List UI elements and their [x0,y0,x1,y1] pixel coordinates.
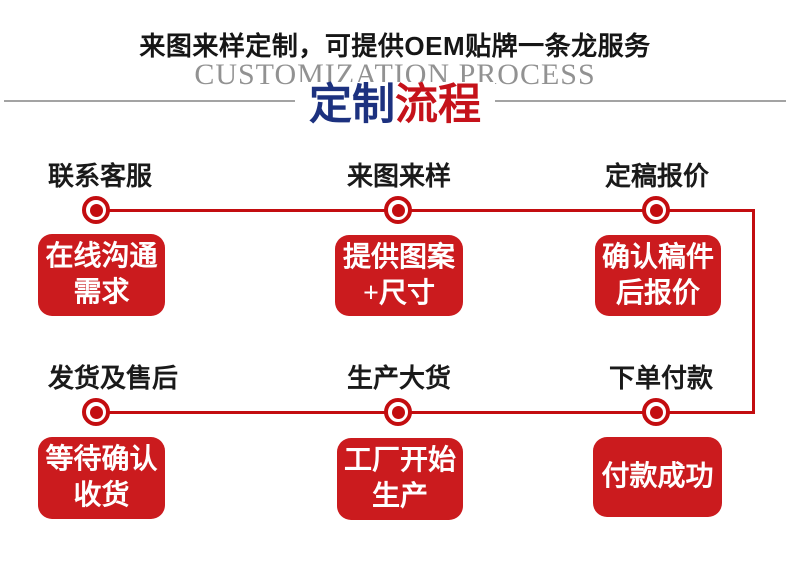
connector-row2-line [96,411,754,414]
connector-right-vertical-line [752,209,755,414]
step-box: 提供图案 +尺寸 [335,235,463,316]
step-box: 在线沟通 需求 [38,234,165,316]
connector-row1-line [96,209,755,212]
step-label: 下单付款 [608,364,713,393]
step-label: 定稿报价 [604,162,709,191]
box-line-2: 后报价 [615,277,700,309]
box-line-1: 提供图案 [342,241,455,273]
step-label: 生产大货 [346,364,451,393]
step-box: 确认稿件 后报价 [595,235,721,316]
section-title: 定制流程 [295,82,495,130]
step-box: 工厂开始 生产 [337,438,463,520]
page-title: 来图来样定制，可提供OEM贴牌一条龙服务 [139,31,651,61]
section-title-red-part: 流程 [395,82,481,129]
step-box: 付款成功 [593,437,722,517]
step-box: 等待确认 收货 [38,437,165,519]
section-title-blue-part: 定制 [309,82,395,129]
box-line-1: 在线沟通 [45,241,158,272]
box-line-2: 收货 [73,480,130,511]
step-label: 发货及售后 [48,364,179,393]
box-line-1: 付款成功 [601,461,714,492]
box-line-2: +尺寸 [363,277,435,309]
step-label: 来图来样 [346,162,451,191]
step-label: 联系客服 [48,162,153,191]
box-line-1: 工厂开始 [343,445,456,476]
box-line-2: 需求 [73,277,130,308]
box-line-2: 生产 [371,481,428,512]
box-line-1: 确认稿件 [601,241,714,273]
box-line-1: 等待确认 [45,444,158,475]
